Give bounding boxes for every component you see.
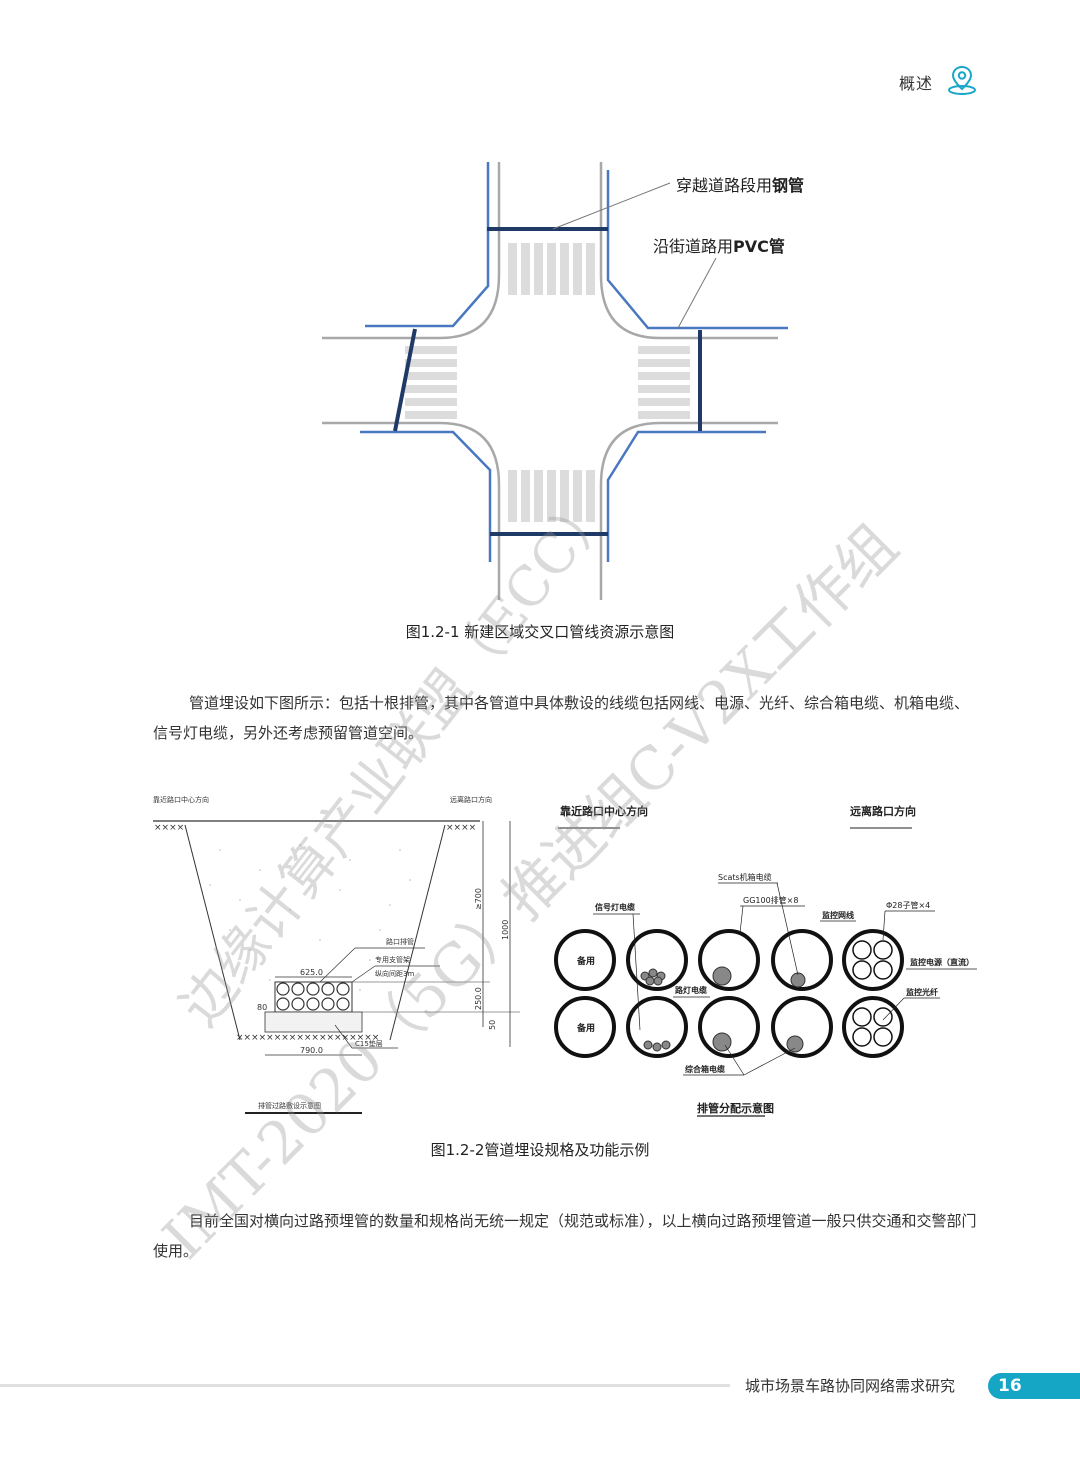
footer-title: 城市场景车路协同网络需求研究 xyxy=(745,1377,956,1395)
trench-section-diagram: ×××× ×××× ××××××××××××××××××× 625.0 790.… xyxy=(150,790,530,1120)
svg-text:×××××××××××××××××××: ××××××××××××××××××× xyxy=(236,1033,379,1043)
svg-text:靠近路口中心方向: 靠近路口中心方向 xyxy=(560,804,648,818)
label-pvc-pipe: 沿街道路用PVC管 xyxy=(653,237,785,256)
svg-text:监控电源（直流）: 监控电源（直流） xyxy=(910,957,974,967)
svg-text:路灯电缆: 路灯电缆 xyxy=(675,985,707,995)
footer-divider xyxy=(0,1384,730,1387)
svg-text:路口排管: 路口排管 xyxy=(386,937,414,946)
label-steel-pipe: 穿越道路段用钢管 xyxy=(676,176,805,195)
figure1-caption: 图1.2-1 新建区域交叉口管线资源示意图 xyxy=(405,623,675,641)
section-header: 概述 xyxy=(899,64,977,100)
svg-text:排管过路敷设示意图: 排管过路敷设示意图 xyxy=(258,1101,321,1110)
svg-text:625.0: 625.0 xyxy=(300,968,323,977)
paragraph-2: 目前全国对横向过路预埋管的数量和规格尚无统一规定（规范或标准），以上横向过路预埋… xyxy=(153,1212,977,1260)
svg-text:信号灯电缆: 信号灯电缆 xyxy=(595,902,635,912)
svg-text:备用: 备用 xyxy=(576,1022,595,1034)
section-label: 概述 xyxy=(898,74,933,93)
pipe-allocation-diagram: 靠近路口中心方向 远离路口方向 备用 备用 信号灯电缆 Scats机箱电缆 xyxy=(540,790,990,1120)
svg-text:50: 50 xyxy=(488,1020,497,1030)
crosswalk-north xyxy=(508,243,595,295)
svg-text:Φ28子管×4: Φ28子管×4 xyxy=(886,900,930,910)
crosswalk-west xyxy=(405,346,457,419)
svg-text:790.0: 790.0 xyxy=(300,1046,323,1055)
svg-text:综合箱电缆: 综合箱电缆 xyxy=(685,1064,725,1074)
svg-text:监控网线: 监控网线 xyxy=(822,910,854,920)
svg-text:专用支管架: 专用支管架 xyxy=(375,955,410,964)
crosswalk-south xyxy=(508,470,595,522)
intersection-diagram xyxy=(300,150,820,610)
pvc-pipes xyxy=(360,162,788,562)
svg-text:1000: 1000 xyxy=(501,920,510,940)
svg-text:250.0: 250.0 xyxy=(474,987,483,1010)
steel-pipes xyxy=(393,227,702,536)
svg-text:排管分配示意图: 排管分配示意图 xyxy=(697,1101,774,1115)
svg-text:80: 80 xyxy=(257,1003,267,1012)
svg-text:靠近路口中心方向: 靠近路口中心方向 xyxy=(153,795,209,804)
svg-text:备用: 备用 xyxy=(576,955,595,967)
page-number-badge: 16 xyxy=(988,1373,1080,1399)
paragraph-1: 管道埋设如下图所示：包括十根排管，其中各管道中具体敷设的线缆包括网线、电源、光纤… xyxy=(153,694,970,742)
crosswalk-east xyxy=(638,346,690,419)
svg-text:≥700: ≥700 xyxy=(474,888,483,910)
road-edges xyxy=(322,162,778,600)
svg-text:××××: ×××× xyxy=(446,823,476,833)
svg-text:GG100排管×8: GG100排管×8 xyxy=(743,895,798,905)
figure2-caption: 图1.2-2管道埋设规格及功能示例 xyxy=(430,1141,650,1159)
svg-text:C15垫层: C15垫层 xyxy=(355,1039,383,1048)
svg-text:纵向间距3m: 纵向间距3m xyxy=(375,969,414,978)
svg-text:远离路口方向: 远离路口方向 xyxy=(850,804,916,818)
location-pin-icon xyxy=(947,64,977,100)
svg-text:远离路口方向: 远离路口方向 xyxy=(450,795,492,804)
svg-text:××××: ×××× xyxy=(154,823,184,833)
svg-text:Scats机箱电缆: Scats机箱电缆 xyxy=(718,872,772,882)
svg-text:监控光纤: 监控光纤 xyxy=(906,987,938,997)
